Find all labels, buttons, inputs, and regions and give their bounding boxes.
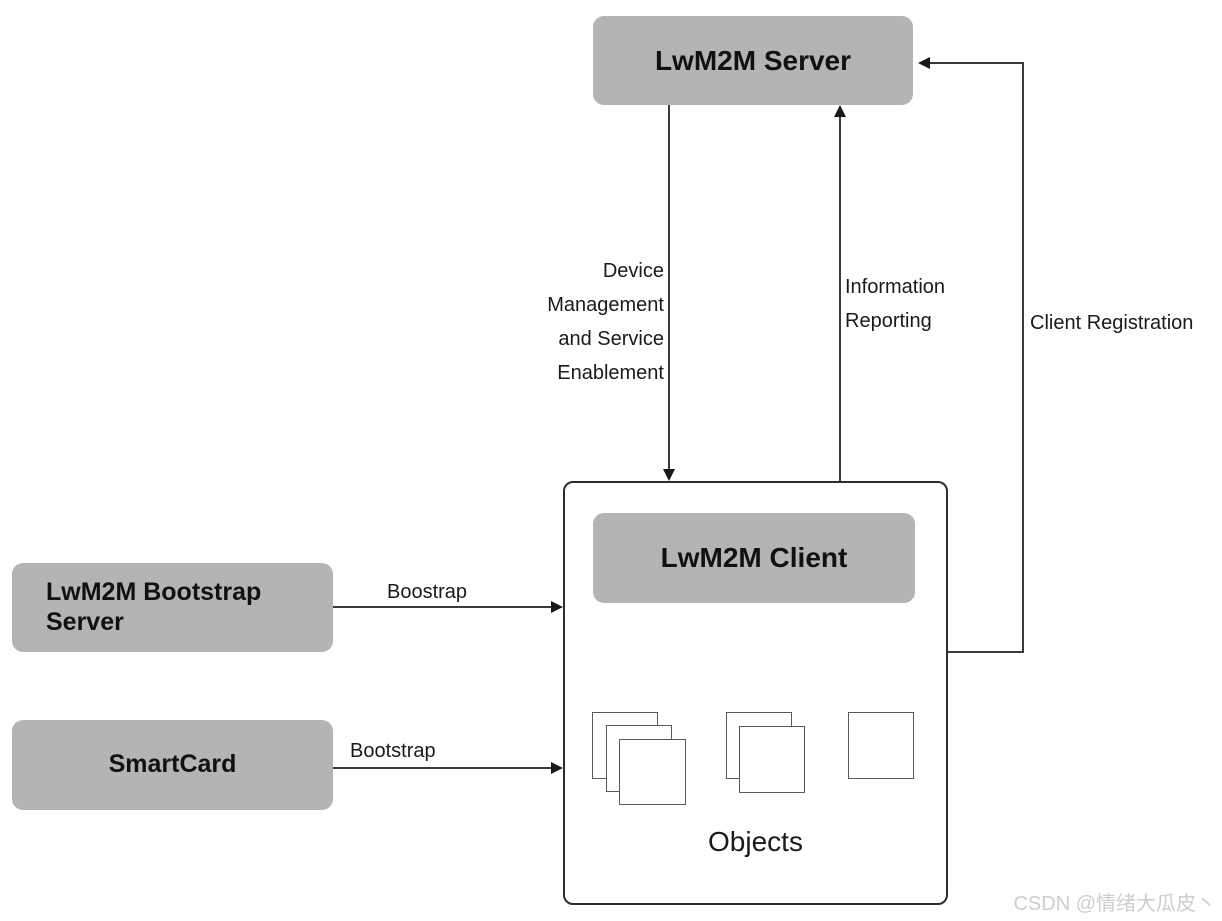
node-lwm2m-client: LwM2M Client — [593, 513, 915, 603]
client-registration-line-vertical — [1022, 63, 1024, 653]
node-lwm2m-server: LwM2M Server — [593, 16, 913, 105]
node-smartcard: SmartCard — [12, 720, 333, 810]
bootstrap-line — [333, 767, 553, 769]
bootstrap-label: Bootstrap — [350, 740, 436, 762]
client-registration-line-bottom — [948, 651, 1024, 653]
boostrap-label: Boostrap — [387, 581, 468, 603]
boostrap-arrowhead-icon — [551, 601, 563, 613]
object-square — [848, 712, 914, 779]
information-reporting-arrowhead-icon — [834, 105, 846, 117]
client-registration-label: Client Registration — [1030, 312, 1194, 334]
boostrap-line — [333, 606, 553, 608]
device-management-label: Device Management and Service Enablement — [547, 260, 664, 384]
device-management-line — [668, 105, 670, 471]
information-reporting-label: Information Reporting — [845, 276, 946, 332]
client-registration-line-top — [930, 62, 1024, 64]
object-square — [739, 726, 805, 793]
object-square — [619, 739, 686, 805]
bootstrap-arrowhead-icon — [551, 762, 563, 774]
device-management-arrowhead-icon — [663, 469, 675, 481]
csdn-watermark: CSDN @情绪大瓜皮丶 — [1013, 893, 1216, 915]
information-reporting-line — [839, 117, 841, 481]
objects-label: Objects — [708, 826, 803, 857]
node-lwm2m-bootstrap-server: LwM2M Bootstrap Server — [12, 563, 333, 652]
client-registration-arrowhead-icon — [918, 57, 930, 69]
